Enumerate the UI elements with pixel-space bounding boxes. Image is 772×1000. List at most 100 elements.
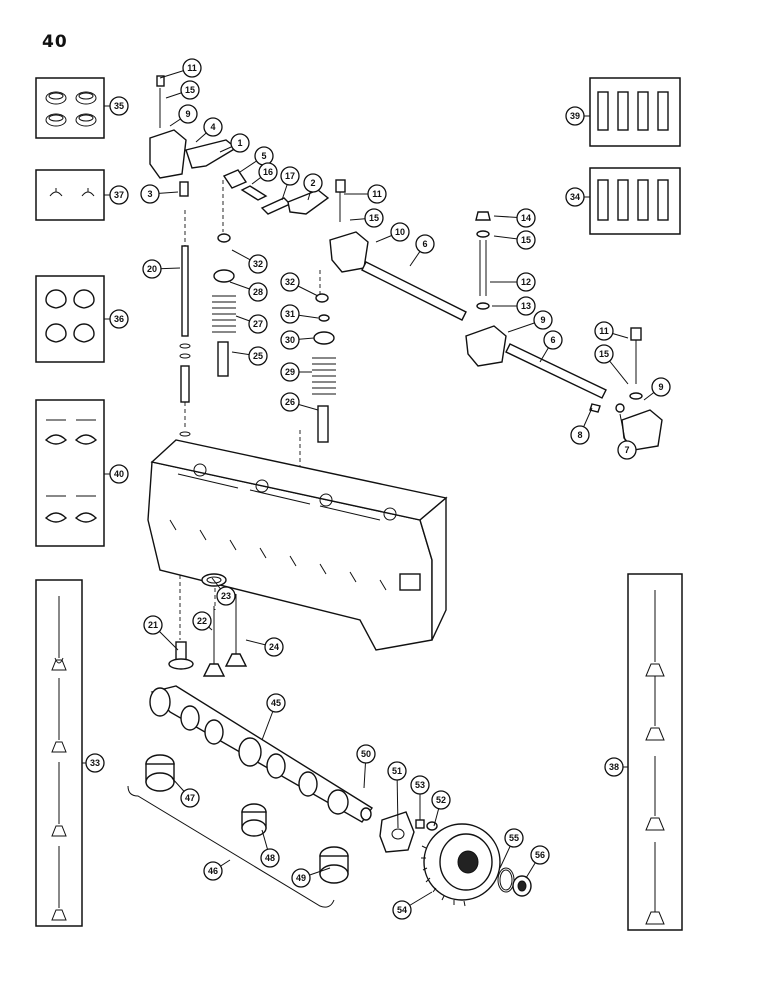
rocker-bracket-left (149, 75, 187, 179)
callout-label: 45 (271, 698, 281, 708)
rocker-stud-12 (475, 211, 491, 310)
callout-circle (617, 440, 637, 460)
callout-circle (530, 845, 550, 865)
callout-54: 54 (392, 891, 433, 920)
rocker-arm-1 (179, 139, 238, 197)
callout-circle (291, 868, 311, 888)
callout-circle (280, 272, 300, 292)
callout-label: 31 (285, 309, 295, 319)
callout-label: 23 (221, 591, 231, 601)
callout-circle (85, 753, 105, 773)
callout-circle (248, 254, 268, 274)
callout-circle (216, 586, 236, 606)
rocker-shaft-parts (222, 169, 330, 215)
cam-thrust-plate-51 (379, 811, 415, 853)
kit-box-35 (35, 77, 105, 139)
callout-29: 29 (280, 362, 312, 382)
callout-circle (565, 106, 585, 126)
callout-52: 52 (431, 790, 451, 827)
callout-28: 28 (229, 281, 268, 302)
callout-label: 29 (285, 367, 295, 377)
kit-box-38-intake-valves (627, 573, 683, 931)
callout-label: 47 (185, 793, 195, 803)
tappet-21 (168, 641, 194, 670)
callout-circle (192, 611, 212, 631)
callout-circle (410, 775, 430, 795)
callout-label: 11 (372, 189, 382, 199)
callout-3: 3 (140, 184, 179, 204)
rocker-shaft-6 (361, 261, 607, 399)
valve-spring-exhaust (312, 293, 336, 443)
callout-label: 32 (253, 259, 263, 269)
callout-47: 47 (171, 777, 200, 808)
exhaust-valve-24 (224, 594, 248, 667)
callout-40: 40 (104, 464, 129, 484)
callout-circle (651, 377, 671, 397)
kit-box-34 (589, 167, 681, 235)
callout-circle (280, 304, 300, 324)
callout-10: 10 (375, 222, 410, 243)
callout-13: 13 (492, 296, 536, 316)
callout-circle (280, 330, 300, 350)
callout-15: 15 (349, 208, 384, 228)
valve-seat-23 (201, 573, 227, 587)
callout-circle (367, 184, 387, 204)
callout-circle (248, 314, 268, 334)
callout-circle (516, 208, 536, 228)
callout-circle (390, 222, 410, 242)
callout-label: 12 (521, 277, 531, 287)
callout-15: 15 (165, 80, 200, 100)
callout-circle (516, 272, 536, 292)
callout-circle (109, 464, 129, 484)
callout-33: 33 (82, 753, 105, 773)
callout-27: 27 (235, 314, 268, 334)
callout-label: 56 (535, 850, 545, 860)
callout-7: 7 (617, 413, 637, 460)
callout-label: 25 (253, 351, 263, 361)
callout-label: 26 (285, 397, 295, 407)
callout-circle (364, 208, 384, 228)
callout-circle (387, 761, 407, 781)
callout-32: 32 (231, 249, 268, 274)
callout-circle (140, 184, 160, 204)
callout-circle (109, 185, 129, 205)
callout-circle (570, 425, 590, 445)
callout-21: 21 (143, 615, 179, 651)
callout-label: 32 (285, 277, 295, 287)
valve-spring-intake (212, 233, 236, 377)
callout-circle (182, 58, 202, 78)
callout-1: 1 (219, 133, 250, 153)
callout-circle (109, 309, 129, 329)
callout-label: 8 (577, 430, 582, 440)
callout-label: 46 (208, 866, 218, 876)
callout-14: 14 (493, 208, 536, 228)
callout-label: 7 (624, 445, 629, 455)
callout-circle (248, 346, 268, 366)
callout-circle (516, 230, 536, 250)
callout-22: 22 (192, 611, 213, 631)
callout-8: 8 (570, 407, 593, 445)
callout-24: 24 (245, 637, 284, 657)
callout-circle (280, 166, 300, 186)
callout-circle (415, 234, 435, 254)
callout-circle (280, 392, 300, 412)
callout-label: 15 (521, 235, 531, 245)
callout-circle (266, 693, 286, 713)
push-rod-20 (179, 245, 191, 437)
callout-label: 24 (269, 642, 279, 652)
callout-circle (280, 362, 300, 382)
callout-49: 49 (291, 867, 331, 888)
callout-circle (431, 790, 451, 810)
callout-label: 9 (658, 382, 663, 392)
callout-label: 37 (114, 190, 124, 200)
callout-label: 1 (237, 138, 242, 148)
callout-label: 11 (599, 326, 609, 336)
camshaft-45 (149, 685, 374, 823)
callout-label: 53 (415, 780, 425, 790)
callout-label: 6 (550, 335, 555, 345)
callout-26: 26 (280, 392, 319, 412)
callout-label: 21 (148, 620, 158, 630)
callout-circle (392, 900, 412, 920)
